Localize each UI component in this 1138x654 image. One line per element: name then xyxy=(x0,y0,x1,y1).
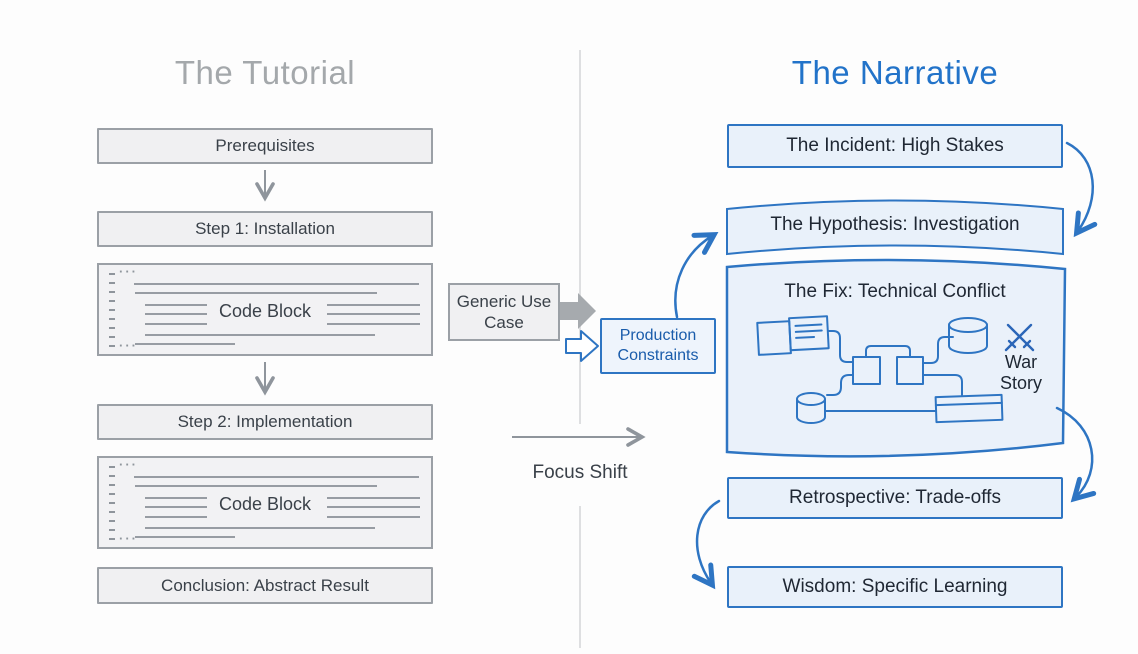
code-line xyxy=(134,476,419,478)
code-line xyxy=(135,536,235,538)
arrow-incident-to-hypothesis xyxy=(1065,141,1098,238)
crossed-swords-icon xyxy=(1004,323,1035,352)
narrative-title: The Narrative xyxy=(791,54,999,91)
step2-label: Step 2: Implementation xyxy=(177,412,353,431)
narrative-box-retrospective: Retrospective: Trade-offs xyxy=(727,477,1063,519)
code-line xyxy=(327,516,420,518)
war-story-label: War Story xyxy=(999,352,1042,393)
code-block-label: Code Block xyxy=(218,494,312,514)
server-icon xyxy=(934,393,1004,424)
retrospective-label: Retrospective: Trade-offs xyxy=(789,487,1001,508)
code-block-2: ··· ··· Code Block xyxy=(97,456,433,549)
code-line xyxy=(145,516,207,518)
arrow-retrospective-to-wisdom xyxy=(691,499,721,590)
generic-block-arrow xyxy=(560,293,596,329)
narrative-box-wisdom: Wisdom: Specific Learning xyxy=(727,566,1063,608)
wisdom-label: Wisdom: Specific Learning xyxy=(782,576,1008,597)
code-block-label: Code Block xyxy=(218,301,312,321)
narrative-flow-arrows xyxy=(674,141,1098,590)
code-line xyxy=(135,292,377,294)
code-ellipsis-bottom: ··· xyxy=(119,531,138,546)
code-line xyxy=(327,304,420,306)
production-constraints-label: Production Constraints xyxy=(617,327,699,364)
code-line-dashes xyxy=(109,273,115,351)
conclusion-label: Conclusion: Abstract Result xyxy=(161,575,369,595)
code-ellipsis-bottom: ··· xyxy=(119,338,138,353)
code-line xyxy=(145,313,207,315)
code-line xyxy=(145,506,207,508)
generic-use-case-box: Generic Use Case xyxy=(448,283,560,341)
document-icon xyxy=(756,315,830,356)
architecture-sketch xyxy=(756,315,1004,424)
code-ellipsis-top: ··· xyxy=(119,457,138,472)
code-line xyxy=(135,485,377,487)
code-line xyxy=(145,334,375,336)
incident-label: The Incident: High Stakes xyxy=(786,135,1004,156)
code-line xyxy=(327,313,420,315)
code-line-dashes xyxy=(109,466,115,544)
code-line xyxy=(145,497,207,499)
code-line xyxy=(145,323,207,325)
database-icon-top xyxy=(948,317,988,354)
code-line xyxy=(327,323,420,325)
step1-label: Step 1: Installation xyxy=(195,219,335,238)
tutorial-box-conclusion: Conclusion: Abstract Result xyxy=(97,567,433,604)
code-line xyxy=(145,304,207,306)
code-line xyxy=(327,506,420,508)
code-line xyxy=(135,343,235,345)
code-line xyxy=(327,497,420,499)
code-ellipsis-top: ··· xyxy=(119,264,138,279)
narrative-box-incident: The Incident: High Stakes xyxy=(727,124,1063,168)
hypothesis-label: The Hypothesis: Investigation xyxy=(770,214,1020,235)
tutorial-box-step2: Step 2: Implementation xyxy=(97,404,433,440)
constraints-block-arrow xyxy=(565,330,599,362)
code-line xyxy=(145,527,375,529)
hypothesis-box-shape xyxy=(726,199,1064,256)
prerequisites-label: Prerequisites xyxy=(215,136,315,155)
generic-use-case-label: Generic Use Case xyxy=(456,291,552,332)
code-block-1: ··· ··· Code Block xyxy=(97,263,433,356)
fix-title-label: The Fix: Technical Conflict xyxy=(784,281,1006,302)
arrow-constraints-to-hypothesis xyxy=(674,232,719,319)
production-constraints-box: Production Constraints xyxy=(600,318,716,374)
tutorial-box-prerequisites: Prerequisites xyxy=(97,128,433,164)
arrow-fix-to-retrospective xyxy=(1055,406,1097,503)
tutorial-box-step1: Step 1: Installation xyxy=(97,211,433,247)
database-icon-bottom xyxy=(796,392,826,424)
code-line xyxy=(134,283,419,285)
focus-shift-label: Focus Shift xyxy=(532,462,628,483)
tutorial-title: The Tutorial xyxy=(174,54,356,91)
